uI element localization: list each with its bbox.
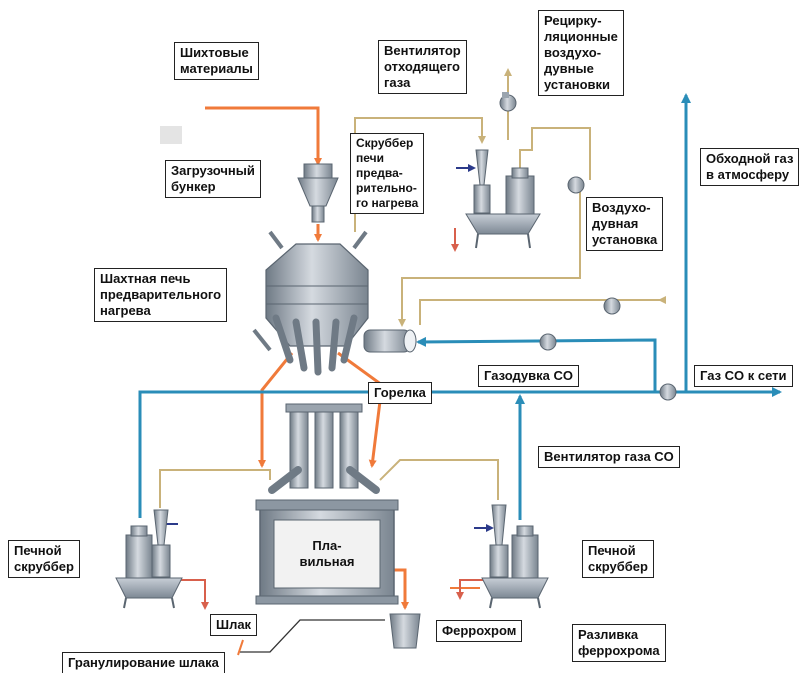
granulation-arrow — [237, 639, 244, 656]
slag-lines — [178, 228, 488, 610]
air-fan — [603, 297, 621, 315]
co-fan-label: Вентилятор газа CO — [538, 446, 680, 468]
fans — [499, 92, 677, 401]
granulation-line — [240, 619, 385, 653]
left-scrubber-slurry — [178, 579, 209, 610]
smelting-furnace — [255, 403, 399, 605]
smelter-to-left-scrubber — [159, 469, 271, 508]
recirc-to-burner — [398, 190, 581, 327]
right-scrubber-slurry — [456, 579, 488, 600]
slag-label: Шлак — [210, 614, 258, 636]
co-fan — [659, 383, 677, 401]
co-gas-lines — [138, 93, 782, 520]
slag-granulation-label: Гранулирование шлака — [62, 652, 225, 673]
preheat-scrubber — [465, 149, 541, 249]
smelter-to-right-scrubber — [379, 459, 499, 500]
right-scrubber — [481, 504, 549, 609]
co-network-label: Газ CO к сети — [694, 365, 793, 387]
left-scrubber — [115, 509, 183, 609]
air-blower-line — [419, 299, 655, 325]
smelter-to-ladle-arrow — [393, 568, 409, 610]
ladle — [389, 613, 421, 649]
loading-bunker — [297, 163, 339, 223]
off-gas-lines — [159, 68, 666, 508]
smelter-label: Пла-вильная — [299, 538, 355, 569]
burner-label: Горелка — [368, 382, 432, 404]
shaft-to-smelter-left-arrow — [258, 352, 294, 468]
material-flow-lines — [205, 106, 480, 610]
shaft-furnace — [252, 230, 369, 376]
co-to-burner-arrow — [416, 336, 657, 392]
recirc-line — [519, 127, 591, 185]
ferrochrome-label: Феррохром — [436, 620, 523, 642]
co-blower-fan — [539, 333, 557, 351]
offgas-fan — [499, 92, 517, 112]
co-main-line — [138, 387, 782, 518]
burner-unit — [363, 329, 417, 353]
grey-panel — [160, 126, 182, 144]
co-blower-label: Газодувка CO — [478, 365, 579, 387]
recirc-fan — [567, 176, 585, 194]
charge-to-bunker-arrow — [205, 106, 322, 166]
